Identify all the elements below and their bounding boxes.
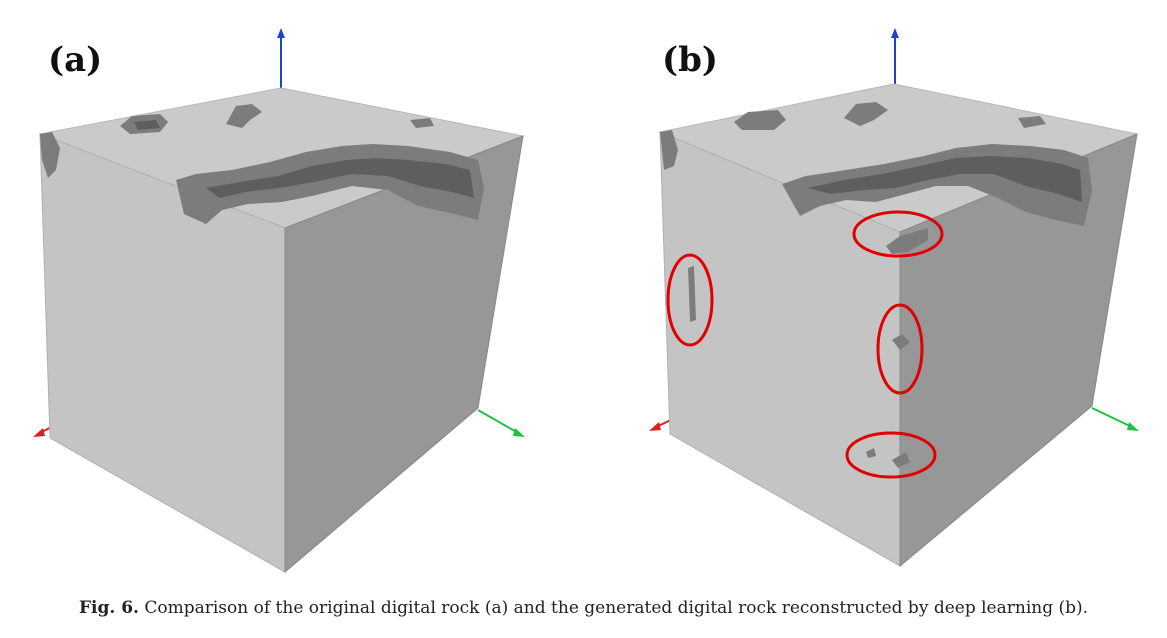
panel-b: (b) [584, 0, 1167, 590]
panel-a: (a) [0, 0, 583, 590]
highlight-ellipse-bottom [845, 431, 937, 479]
highlight-ellipses [666, 210, 944, 479]
caption-text: Comparison of the original digital rock … [144, 598, 1089, 618]
figure-label: Fig. 6. [78, 598, 139, 618]
figure-caption: Fig. 6. Comparison of the original digit… [0, 598, 1167, 618]
cube-a [33, 28, 525, 574]
axis-z-blue [277, 28, 285, 88]
cube-b [649, 28, 1139, 568]
axis-z-blue [891, 28, 899, 84]
highlight-ellipse-right-middle [876, 303, 924, 395]
highlight-ellipse-left-face [666, 253, 714, 347]
highlight-ellipse-top-corner [852, 210, 944, 258]
pore-shadows [808, 156, 1082, 202]
panel-label-b: (b) [662, 40, 718, 80]
axis-y-green [1091, 407, 1139, 431]
panel-label-a: (a) [48, 40, 103, 80]
axis-y-green [477, 409, 525, 437]
pore-shadows [134, 120, 474, 198]
